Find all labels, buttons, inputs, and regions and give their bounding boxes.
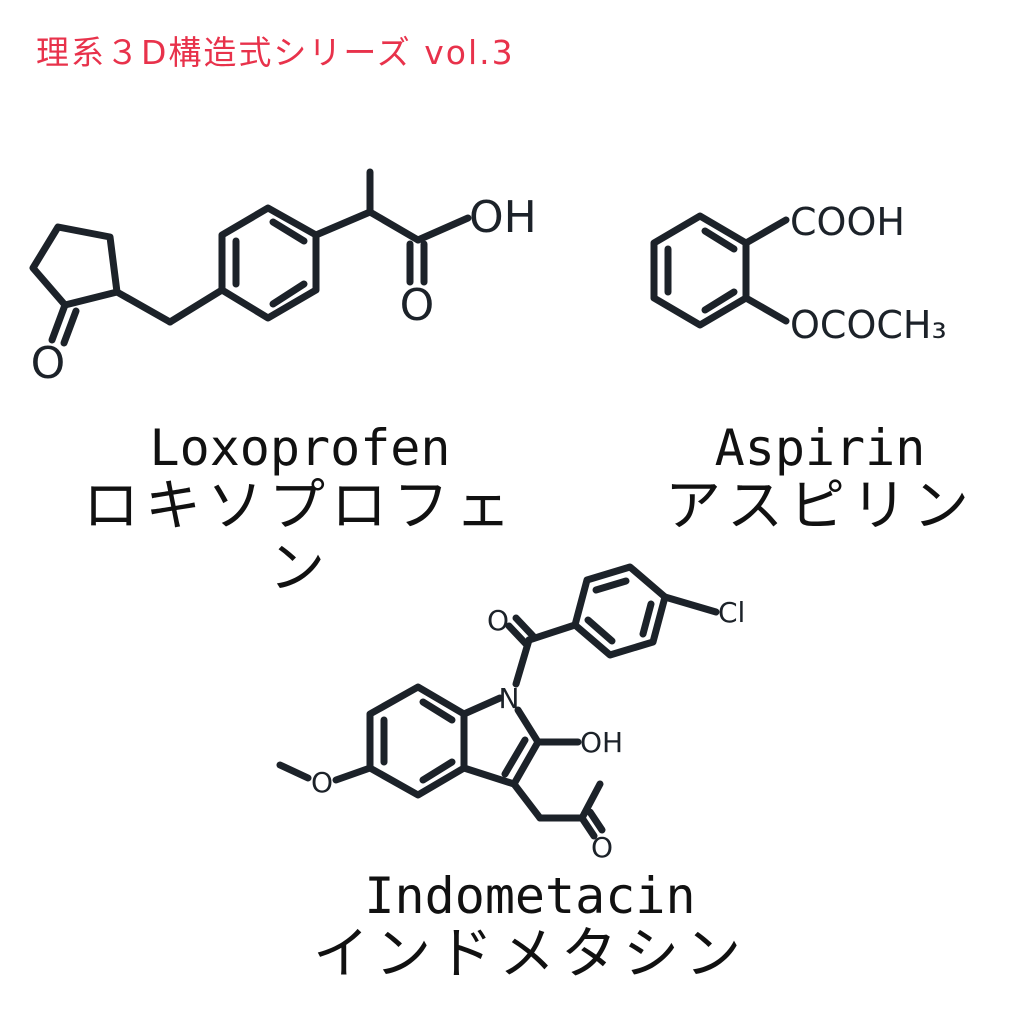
loxoprofen-name-en: Loxoprofen bbox=[149, 419, 451, 477]
indometacin-co-o-double-b bbox=[586, 808, 606, 834]
loxoprofen-cyclopentanone-ring bbox=[29, 223, 121, 309]
loxoprofen-ketone-bond-double bbox=[60, 307, 80, 347]
indometacin-benzo-double-3 bbox=[419, 758, 456, 784]
aspirin-ococh3-bond bbox=[742, 294, 790, 325]
indometacin-chlorophenyl-double-2 bbox=[639, 600, 655, 638]
indometacin-benzo-double-2 bbox=[419, 698, 456, 724]
indometacin-c-cl-bond bbox=[661, 593, 720, 616]
indometacin-co-methyl-bond bbox=[578, 780, 604, 822]
indometacin-ring-o-bond bbox=[332, 764, 374, 784]
loxoprofen-label: Loxoprofen ロキソプロフェン bbox=[70, 420, 530, 600]
loxoprofen-ch-cooh-bond bbox=[366, 208, 422, 244]
loxoprofen-name-jp: ロキソプロフェン bbox=[83, 474, 517, 601]
indometacin-n-c2-bond bbox=[514, 706, 542, 746]
indometacin-carbonyl-double-b bbox=[512, 614, 537, 640]
loxoprofen-phenyl-ch-bond bbox=[312, 208, 374, 239]
indometacin-co-o-double-a bbox=[578, 814, 598, 840]
indometacin-carbonyl-double-a bbox=[505, 622, 530, 648]
indometacin-name-jp: インドメタシン bbox=[313, 922, 747, 987]
indometacin-atom-n: N bbox=[499, 682, 520, 715]
indometacin-chlorophenyl-double-1 bbox=[592, 577, 630, 594]
aspirin-name-jp: アスピリン bbox=[665, 474, 975, 539]
indometacin-c2-c3-bond bbox=[510, 738, 542, 788]
series-title: 理系３D構造式シリーズ vol.3 bbox=[36, 33, 515, 72]
loxoprofen-ring-ch2-bond bbox=[113, 288, 174, 326]
indometacin-carbonyl-n-bond bbox=[512, 636, 533, 688]
loxoprofen-benzene-double-3 bbox=[269, 280, 308, 308]
indometacin-c2-c3-double bbox=[501, 736, 529, 778]
indometacin-structure: O Cl N OH O O bbox=[276, 563, 745, 864]
indometacin-name-en: Indometacin bbox=[364, 867, 696, 925]
aspirin-cooh-bond bbox=[742, 216, 790, 247]
loxoprofen-benzene-double-2 bbox=[269, 218, 308, 245]
indometacin-chlorophenyl-double-3 bbox=[584, 616, 616, 645]
aspirin-group-cooh: COOH bbox=[790, 200, 905, 244]
aspirin-group-ococh3: OCOCH₃ bbox=[790, 303, 947, 347]
loxoprofen-c-oh-bond bbox=[414, 214, 472, 244]
indometacin-label: Indometacin インドメタシン bbox=[300, 868, 760, 986]
aspirin-benzene-double-3 bbox=[701, 288, 738, 314]
indometacin-carbonyl-phenyl-bond bbox=[525, 621, 579, 644]
indometacin-atom-o-carbonyl: O bbox=[487, 604, 509, 637]
aspirin-benzene-double-2 bbox=[701, 227, 738, 253]
indometacin-c3-ch2-bond bbox=[510, 780, 544, 822]
indometacin-o-methyl-bond bbox=[276, 761, 312, 782]
loxoprofen-ch2-phenyl-bond bbox=[166, 286, 226, 326]
aspirin-label: Aspirin アスピリン bbox=[650, 420, 990, 538]
indometacin-atom-cl: Cl bbox=[718, 596, 745, 629]
indometacin-atom-o-methoxy: O bbox=[311, 766, 333, 799]
loxoprofen-atom-oh: OH bbox=[469, 192, 537, 243]
indometacin-c7a-n-bond bbox=[460, 694, 504, 718]
indometacin-c3-c3a-bond bbox=[460, 764, 518, 788]
indometacin-atom-oh: OH bbox=[580, 726, 623, 759]
aspirin-name-en: Aspirin bbox=[714, 419, 926, 477]
loxoprofen-atom-o-ketone: O bbox=[31, 338, 66, 389]
loxoprofen-atom-o-acid: O bbox=[400, 280, 435, 331]
loxoprofen-structure: O O OH bbox=[29, 168, 537, 389]
loxoprofen-ketone-bond bbox=[48, 301, 69, 344]
indometacin-atom-o-side: O bbox=[591, 831, 613, 864]
aspirin-structure: COOH OCOCH₃ bbox=[650, 200, 947, 347]
